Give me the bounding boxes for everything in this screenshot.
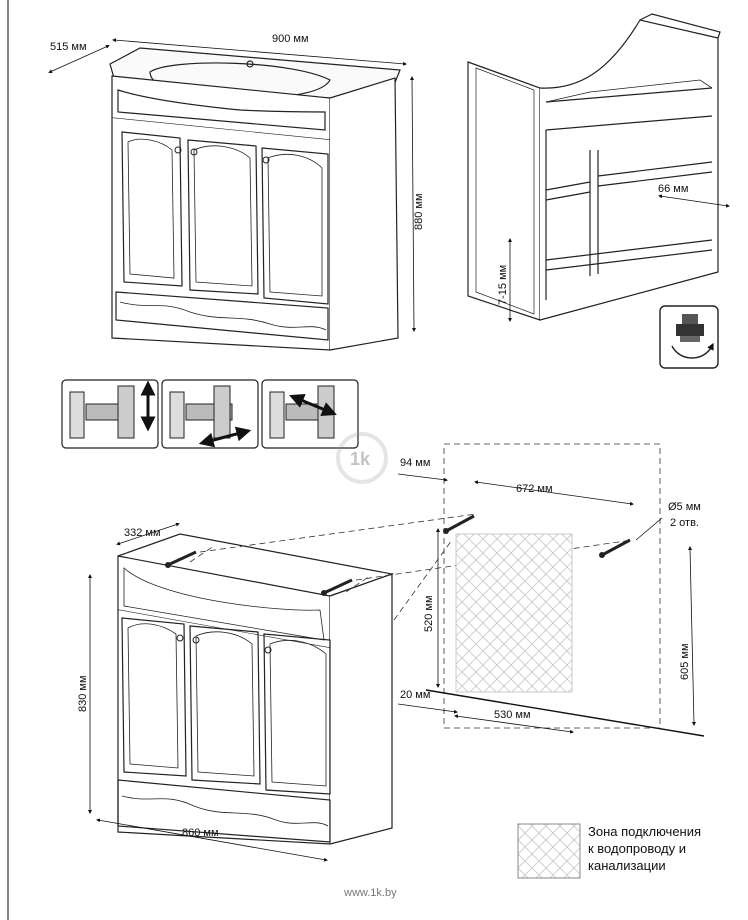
zone-height-label: 520 мм (423, 595, 435, 632)
floor-offset-line (397, 703, 458, 714)
door-knob (176, 634, 184, 642)
1k-logo-watermark: 1k (336, 432, 388, 484)
top-depth-label: 515 мм (50, 41, 87, 53)
legend-swatch (517, 823, 581, 879)
hole-leader-line (635, 517, 663, 541)
leg-adjust-label: 7-15 мм (497, 265, 509, 305)
vanity-cabinet-top-view (109, 47, 401, 351)
mounting-screw (321, 578, 353, 596)
hole-count-label: 2 отв. (670, 517, 699, 529)
legend: Зона подключения к водопроводу и канализ… (517, 823, 701, 879)
door-knob (264, 646, 272, 654)
door-knob (262, 156, 270, 164)
top-width-label: 900 мм (272, 33, 309, 45)
legend-line-3: канализации (588, 858, 666, 873)
left-offset-line (397, 473, 448, 482)
svg-text:1k: 1k (350, 449, 371, 469)
total-height-line (688, 546, 696, 726)
projection-lines (189, 443, 661, 729)
door-knob (174, 146, 182, 154)
vanity-cabinet-bottom-view (117, 533, 395, 845)
hole-diameter-label: Ø5 мм (668, 501, 701, 513)
legend-line-2: к водопроводу и (588, 841, 686, 856)
total-height-label: 605 мм (679, 643, 691, 680)
bottom-depth-line (116, 522, 180, 546)
legend-line-1: Зона подключения (588, 824, 701, 839)
depth-dimension-line (48, 44, 110, 74)
bottom-depth-label: 332 мм (124, 527, 161, 539)
zone-width-line (454, 714, 574, 734)
watermark-url: www.1k.by (343, 887, 397, 899)
door-knob (190, 148, 198, 156)
width-dimension-line (112, 38, 407, 66)
offset-label: 66 мм (658, 183, 688, 195)
mounting-screw (165, 550, 197, 568)
adjustable-foot-icon (659, 305, 719, 369)
floor-offset-label: 20 мм (400, 689, 430, 701)
mounting-screw (599, 538, 631, 558)
hole-spacing-line (474, 480, 634, 506)
mounting-screw (443, 514, 475, 534)
height-dimension-line (410, 76, 416, 332)
top-height-label: 880 мм (413, 193, 425, 230)
door-knob (192, 636, 200, 644)
zone-width-label: 530 мм (494, 709, 531, 721)
bottom-height-label: 830 мм (77, 675, 89, 712)
cabinet-frame-view (467, 13, 721, 321)
floor-line (425, 689, 705, 737)
connection-zone (455, 533, 573, 693)
offset-dimension-line (658, 194, 730, 208)
bottom-width-line (96, 818, 328, 862)
hinge-adjust-icons (61, 379, 359, 449)
left-offset-label: 94 мм (400, 457, 430, 469)
bottom-width-label: 860 мм (182, 827, 219, 839)
hole-spacing-label: 672 мм (516, 483, 553, 495)
